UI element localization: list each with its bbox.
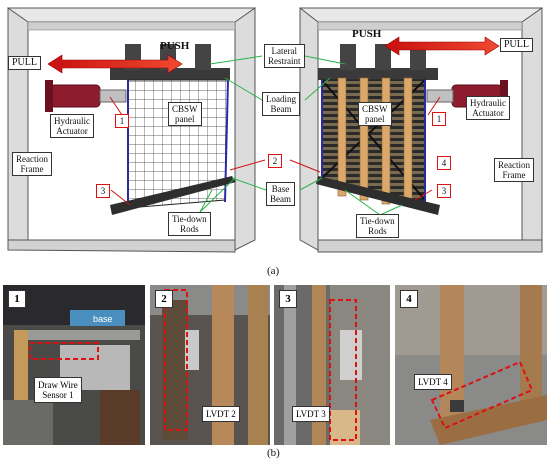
- base-beam-label: Base Beam: [266, 182, 295, 206]
- photo-2-label: LVDT 2: [202, 406, 240, 422]
- left-actuator-label: Hydraulic Actuator: [50, 114, 94, 138]
- left-panel-label: CBSW panel: [168, 102, 202, 126]
- right-pull-label: PULL: [500, 38, 533, 52]
- marker-1-left: 1: [115, 114, 129, 128]
- photo-1-label: Draw Wire Sensor 1: [34, 377, 82, 403]
- photo-4-label: LVDT 4: [414, 374, 452, 390]
- photo-4-badge: 4: [400, 290, 418, 308]
- left-push-pull-arrow: [47, 54, 183, 74]
- marker-leaders: [109, 96, 441, 206]
- leader-lines: [199, 55, 403, 216]
- photo-2: [150, 285, 270, 445]
- marker-1-right: 1: [432, 112, 446, 126]
- left-reaction-frame-label: Reaction Frame: [12, 152, 52, 176]
- photo-1: [3, 285, 145, 445]
- right-actuator-label: Hydraulic Actuator: [466, 96, 510, 120]
- left-test-frame: [7, 7, 256, 253]
- loading-beam-label: Loading Beam: [262, 92, 300, 116]
- photo-3-badge: 3: [279, 290, 297, 308]
- marker-4: 4: [437, 156, 451, 170]
- photo-2-badge: 2: [155, 290, 173, 308]
- lateral-restraint-label: Lateral Restraint: [264, 44, 305, 68]
- right-reaction-frame-label: Reaction Frame: [494, 158, 534, 182]
- photo-1-badge: 1: [8, 290, 26, 308]
- photo-3-label: LVDT 3: [292, 406, 330, 422]
- photo-1-logo: base: [90, 312, 116, 326]
- photo-highlights: [29, 289, 534, 441]
- caption-a: (a): [267, 265, 280, 277]
- right-panel-label: CBSW panel: [358, 102, 392, 126]
- right-test-frame: [299, 6, 543, 253]
- photo-3: [274, 285, 390, 445]
- caption-b: (b): [267, 447, 280, 459]
- photo-4: [395, 285, 547, 445]
- left-pull-label: PULL: [8, 56, 41, 70]
- marker-3-right: 3: [437, 184, 451, 198]
- right-push-label: PUSH: [352, 28, 382, 40]
- right-push-pull-arrow: [384, 36, 500, 56]
- left-push-label: PUSH: [160, 40, 190, 52]
- marker-2: 2: [268, 154, 282, 168]
- right-tie-down-label: Tie-down Rods: [356, 214, 399, 238]
- marker-3-left: 3: [96, 184, 110, 198]
- left-tie-down-label: Tie-down Rods: [168, 212, 211, 236]
